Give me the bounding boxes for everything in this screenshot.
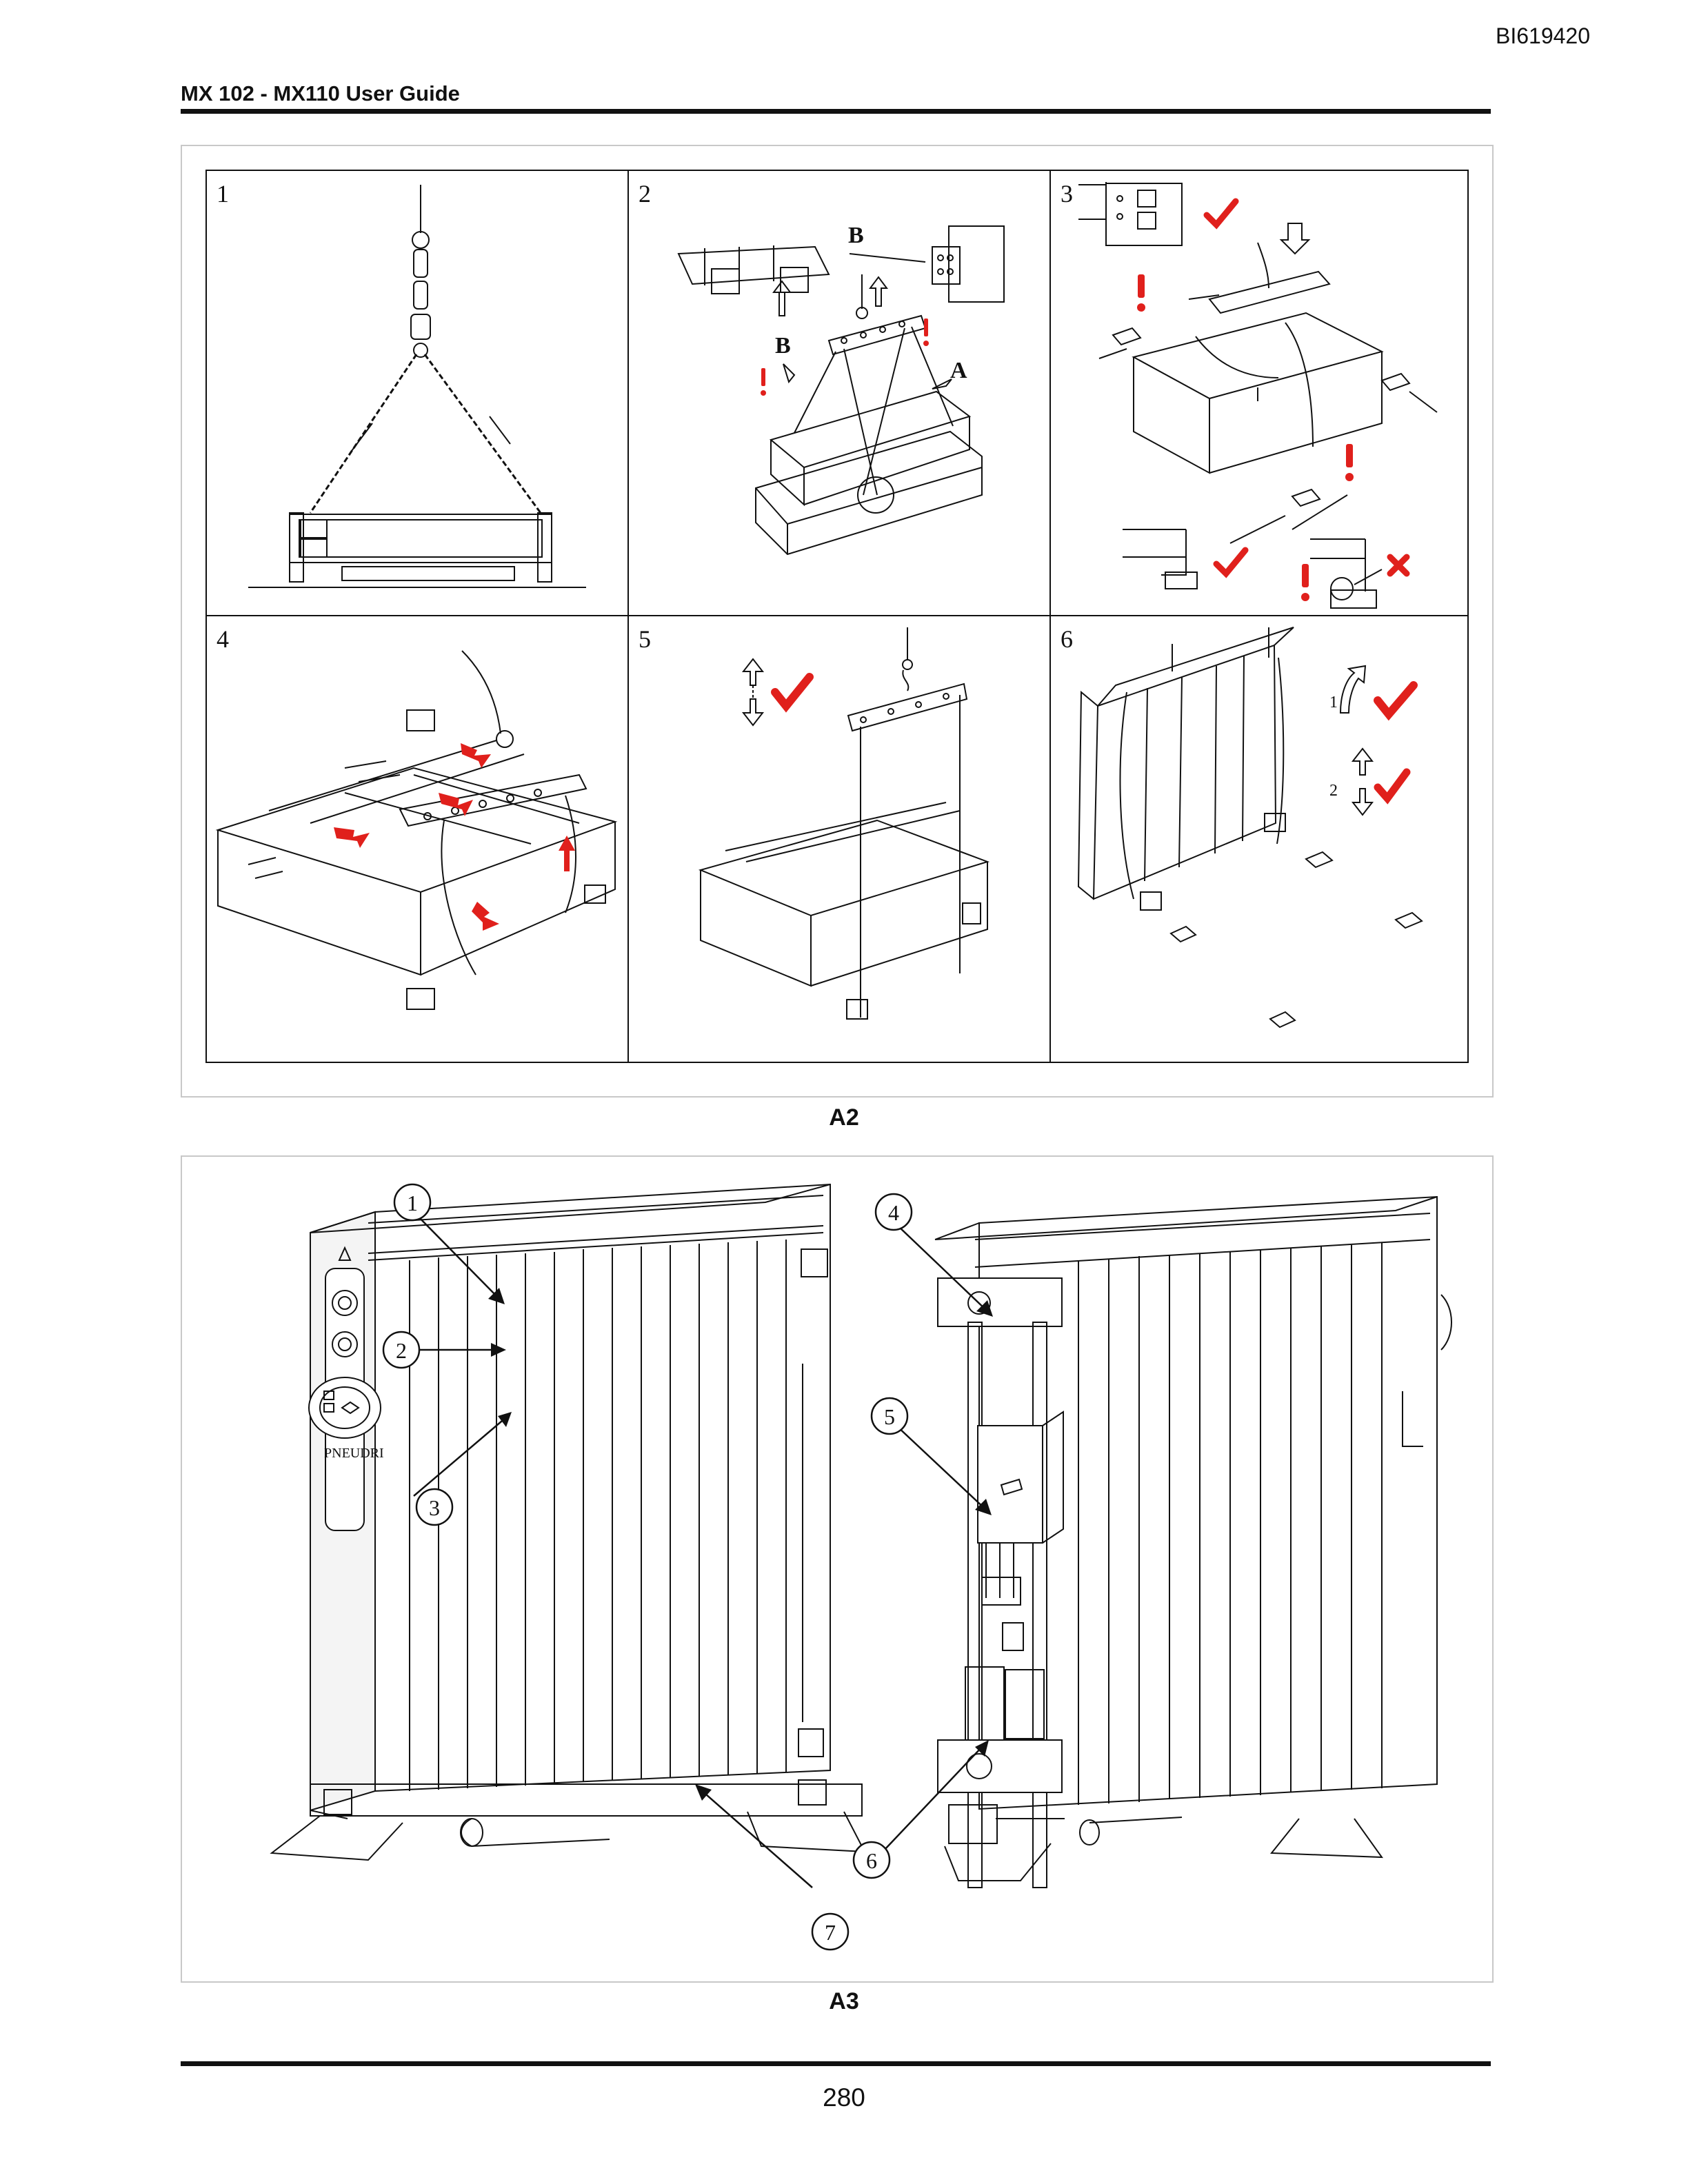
tilt-unit-illustration <box>1077 627 1423 1029</box>
panel-5: 5 <box>629 616 1051 1062</box>
panel-1: 1 <box>207 171 629 616</box>
callout-3: 3 <box>429 1495 440 1520</box>
panel-number: 1 <box>217 180 229 208</box>
page-number: 280 <box>823 2083 865 2112</box>
callout-4: 4 <box>888 1200 899 1225</box>
panel-number: 3 <box>1061 180 1073 208</box>
callout-7: 7 <box>825 1920 836 1945</box>
panel-number: 6 <box>1061 625 1073 653</box>
footer-rule <box>181 2061 1491 2066</box>
panel-number: 5 <box>639 625 651 653</box>
callout-arrowheads <box>488 1288 993 1801</box>
callout-5: 5 <box>884 1404 895 1429</box>
panel-number: 4 <box>217 625 229 653</box>
callout-6: 6 <box>866 1848 877 1873</box>
dryer-unit-rear <box>934 1195 1452 1888</box>
lifting-chain-illustration <box>248 185 586 588</box>
panel-6: 6 1 2 <box>1051 616 1467 1062</box>
figure-label-a2: A2 <box>829 1104 859 1131</box>
brand-logo: PNEUDRI <box>324 1446 384 1461</box>
beam-attachment-illustration <box>215 650 618 1010</box>
header-rule <box>181 109 1491 114</box>
panel-number: 2 <box>639 180 651 208</box>
doc-code: BI619420 <box>1495 23 1590 48</box>
dryer-unit-front: PNEUDRI <box>270 1183 866 1861</box>
figure-label-a3: A3 <box>829 1988 859 2014</box>
spreader-beam-illustration <box>677 225 1005 556</box>
callout-circles <box>382 1183 913 1951</box>
panel-2: 2 <box>629 171 1051 616</box>
panel-3: 3 <box>1051 171 1467 616</box>
dryer-units-illustration: PNEUDRI <box>270 1183 1452 1951</box>
figure-a2-frame <box>181 145 1494 1098</box>
vertical-lift-illustration <box>698 627 990 1020</box>
figure-a3-frame <box>181 1155 1494 1983</box>
strap-position-illustration <box>1078 182 1438 609</box>
panel-4: 4 <box>207 616 629 1062</box>
callout-1: 1 <box>407 1191 418 1215</box>
figure-a2-grid: 1 2 <box>205 170 1469 1063</box>
callout-leaders <box>412 1211 988 1888</box>
callout-2: 2 <box>396 1338 407 1363</box>
doc-title: MX 102 - MX110 User Guide <box>181 81 460 105</box>
